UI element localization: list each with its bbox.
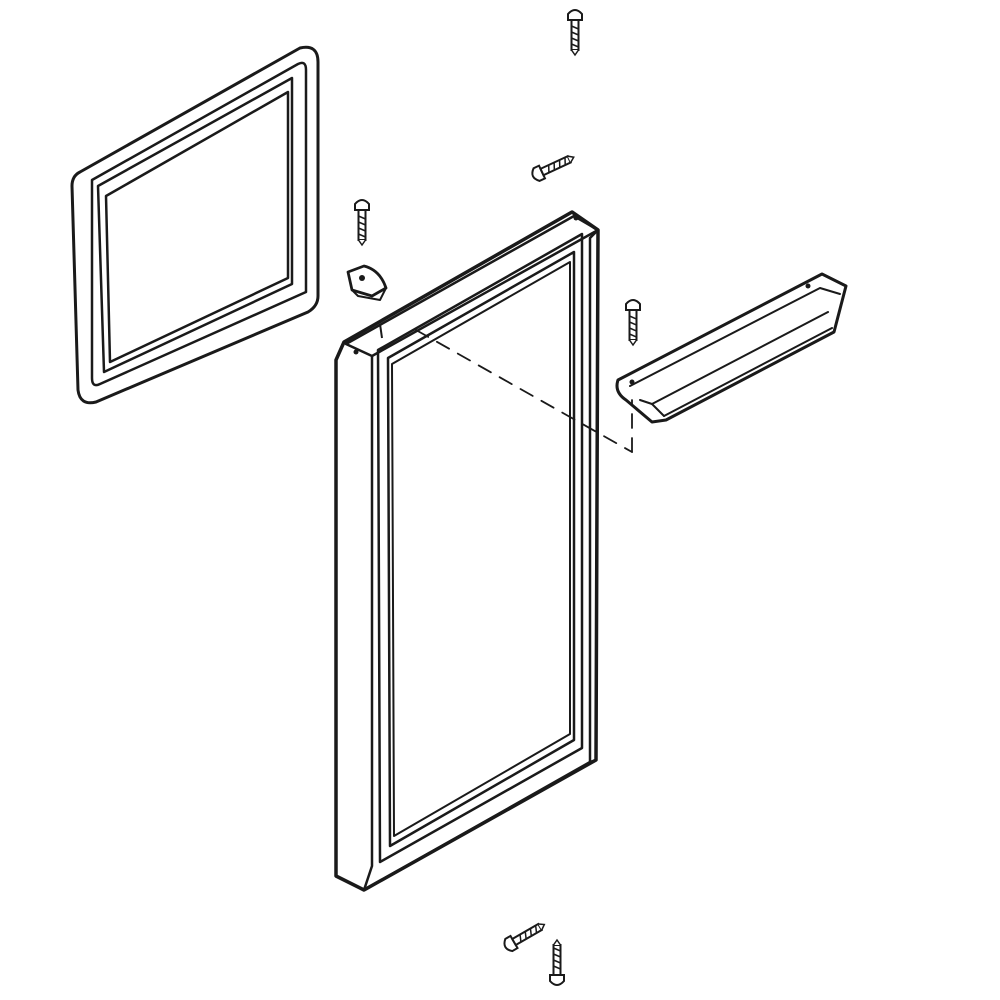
screw-top [567,9,583,56]
screw-upper-middle [528,149,578,184]
hinge-bracket [346,264,388,301]
screw-bottom-right [549,939,565,986]
door-handle [615,272,848,424]
screw-bottom-left [500,917,549,955]
fresh-food-door-gasket [334,210,600,892]
freezer-door-gasket [70,45,320,405]
screw-hinge [354,199,370,246]
screw-handle [625,299,641,346]
alignment-lines [415,329,633,453]
